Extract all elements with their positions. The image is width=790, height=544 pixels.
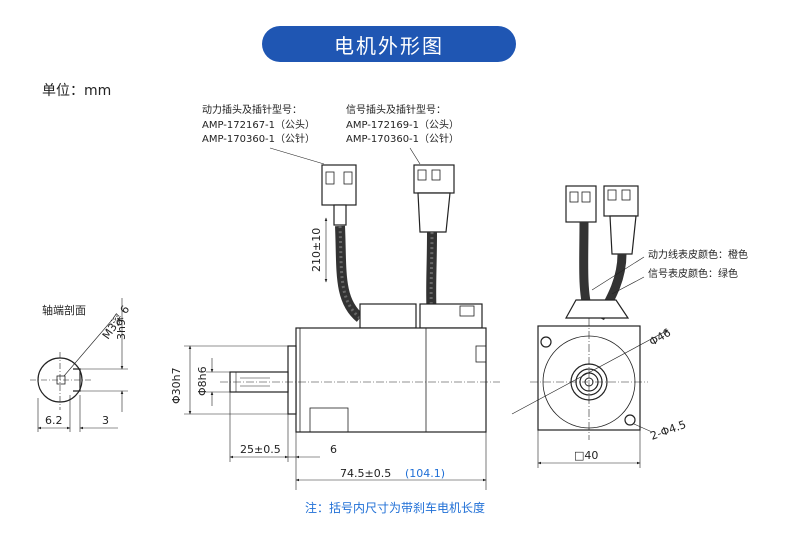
cable-length-dim-label: 210±10 <box>310 228 323 272</box>
signal-connector-line2: AMP-170360-1（公针） <box>346 132 459 145</box>
signal-connector-title: 信号插头及插针型号： <box>346 103 446 116</box>
unit-label: 单位：mm <box>42 83 112 99</box>
power-connector-title: 动力插头及插针型号： <box>202 103 302 116</box>
footnote: 注：括号内尺寸为带刹车电机长度 <box>304 501 485 515</box>
mount-holes-dim-label: 2-Φ4.5 <box>649 418 688 443</box>
flange-thickness-dim-label: 6 <box>330 443 337 456</box>
signal-cable-color-note: 信号表皮颜色：绿色 <box>648 267 738 280</box>
flange-dia-dim-label: Φ30h7 <box>170 367 183 404</box>
motor-front-view <box>511 185 669 468</box>
key-height-dim-label: 3h9 <box>115 319 128 340</box>
page-title: 电机外形图 <box>262 26 516 62</box>
shaft-section-view <box>30 298 128 432</box>
bolt-circle-dim-label: Φ46 <box>647 326 673 349</box>
power-cable-color-note: 动力线表皮颜色：橙色 <box>648 248 748 261</box>
square-dim-label: □40 <box>574 449 598 462</box>
shaft-dia-dim-label: Φ8h6 <box>196 366 209 396</box>
motor-side-view <box>184 147 500 490</box>
shaft-length-dim-label: 25±0.5 <box>240 443 281 456</box>
body-length-brake-dim-label: (104.1) <box>405 467 445 480</box>
section-width-dim-label: 6.2 <box>45 414 63 427</box>
power-connector-line1: AMP-172167-1（公头） <box>202 119 315 131</box>
signal-connector-line1: AMP-172169-1（公头） <box>346 119 459 131</box>
section-label: 轴端剖面 <box>42 303 86 317</box>
body-length-dim-label: 74.5±0.5 <box>340 467 391 480</box>
key-width-dim-label: 3 <box>102 414 109 427</box>
power-connector-line2: AMP-170360-1（公针） <box>202 132 315 145</box>
